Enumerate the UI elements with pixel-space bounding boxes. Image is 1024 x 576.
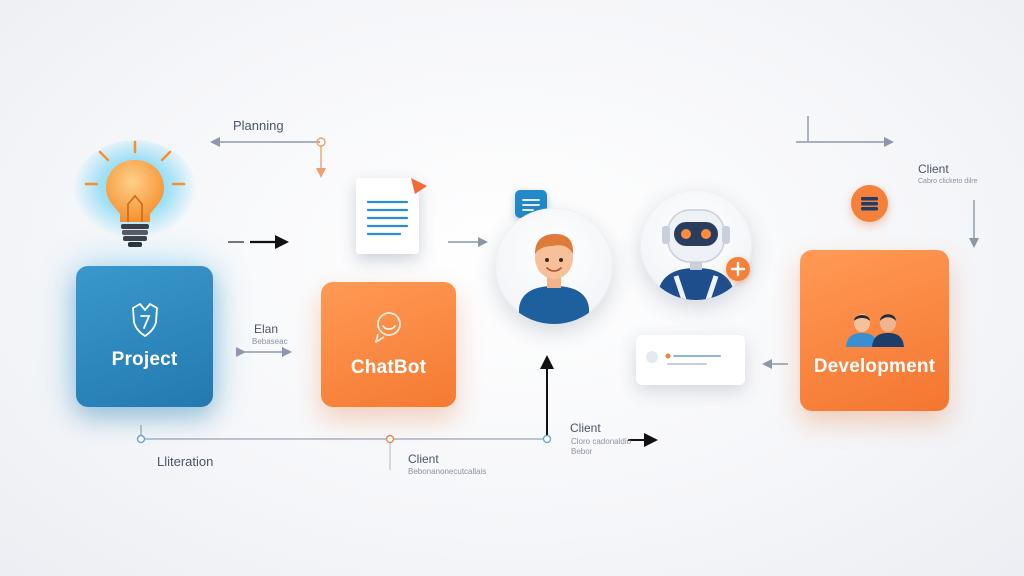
client-bottom-middle-label: Client	[408, 452, 439, 466]
lightbulb-icon	[70, 140, 200, 260]
client-bottom-right-label: Client	[570, 421, 601, 435]
person-avatar[interactable]	[495, 208, 613, 324]
document-corner-icon	[409, 176, 429, 201]
chatbot-card[interactable]: ChatBot	[321, 282, 456, 407]
document-icon	[356, 178, 427, 254]
top-right-connector	[796, 116, 894, 147]
planning-label: Planning	[233, 118, 284, 133]
elan-label: Elan	[254, 322, 279, 336]
project-title: Project	[111, 349, 178, 370]
planning-connector	[210, 137, 326, 178]
client-bottom-right-sublabel-1: Cloro cadonaldio	[571, 437, 632, 446]
project-icon	[128, 302, 162, 343]
lliteration-label: Lliteration	[157, 454, 214, 469]
client-top-right-label: Client	[918, 162, 949, 176]
development-title: Development	[813, 356, 936, 377]
team-icon	[842, 305, 908, 352]
chatbot-title: ChatBot	[350, 357, 427, 378]
project-card[interactable]: Project	[76, 266, 213, 407]
chatbot-icon	[372, 310, 406, 349]
plus-badge-icon	[726, 257, 750, 281]
client-bottom-right-sublabel-2: Bebor	[571, 447, 593, 456]
development-card[interactable]: Development	[800, 250, 949, 411]
client-bottom-middle-sublabel: Bebonanonecutcallais	[408, 467, 487, 476]
stack-icon	[851, 185, 888, 222]
bottom-timeline	[136, 425, 552, 470]
message-card[interactable]	[636, 335, 745, 385]
elan-sublabel: Bebaseac	[252, 337, 288, 346]
robot-avatar[interactable]	[640, 190, 752, 300]
client-top-right-sublabel: Cabro clicketo dilre	[918, 178, 978, 185]
